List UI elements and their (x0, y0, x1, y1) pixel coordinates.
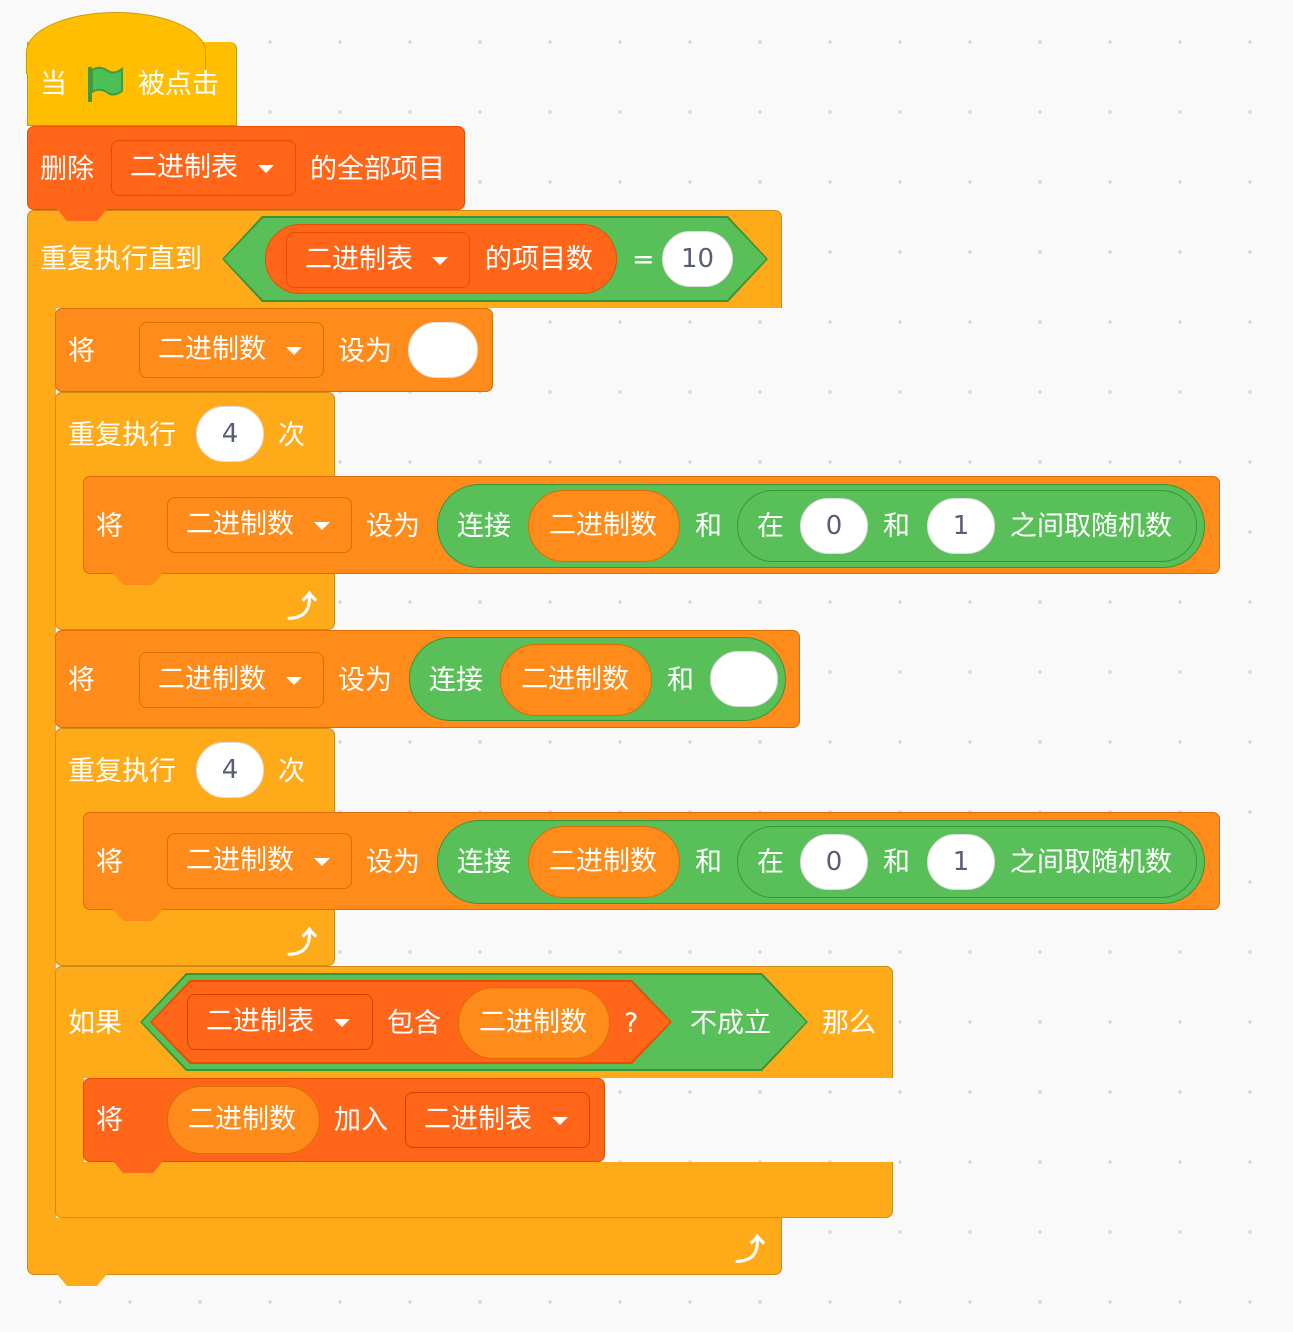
join-and-label: 和 (667, 665, 694, 696)
repeat-until-arm (27, 300, 56, 1230)
chevron-down-icon (286, 347, 302, 355)
value-input[interactable] (408, 322, 478, 378)
hat-when-label: 当 (40, 69, 67, 100)
notch (113, 1161, 163, 1173)
chevron-down-icon (286, 677, 302, 685)
if-bottom (55, 1162, 893, 1218)
join-label: 连接 (429, 665, 483, 696)
not-label: 不成立 (690, 1008, 771, 1039)
chevron-down-icon (432, 257, 448, 265)
variable-reporter-label: 二进制数 (188, 1104, 296, 1135)
repeat-label: 重复执行 (68, 756, 176, 787)
notch (113, 909, 163, 921)
delete-label: 删除 (40, 154, 94, 185)
chevron-down-icon (334, 1019, 350, 1027)
variable-dropdown-value: 二进制数 (158, 664, 266, 695)
random-suffix-label: 之间取随机数 (1010, 847, 1172, 878)
equals-sign: = (632, 244, 655, 275)
variable-dropdown[interactable]: 二进制数 (139, 322, 324, 378)
loop-arrow-icon: ⤴ (735, 1233, 765, 1268)
repeat-until-bottom (27, 1218, 782, 1275)
join-and-label: 和 (695, 511, 722, 542)
join-label: 连接 (457, 847, 511, 878)
list-dropdown-value: 二进制表 (130, 152, 238, 183)
repeat-label: 重复执行 (68, 420, 176, 451)
list-dropdown-value: 二进制表 (206, 1006, 314, 1037)
add-label: 将 (96, 1105, 123, 1136)
random-in-label: 在 (757, 847, 784, 878)
list-dropdown[interactable]: 二进制表 (286, 232, 470, 288)
join-label: 连接 (457, 511, 511, 542)
times-label: 次 (278, 756, 305, 787)
random-and-label: 和 (883, 511, 910, 542)
random-suffix-label: 之间取随机数 (1010, 511, 1172, 542)
variable-reporter[interactable]: 二进制数 (528, 490, 680, 562)
random-to-input[interactable]: 1 (927, 498, 995, 554)
variable-reporter-label: 二进制数 (549, 510, 657, 541)
hat-dome (26, 12, 206, 74)
random-to-input[interactable]: 1 (927, 834, 995, 890)
variable-dropdown[interactable]: 二进制数 (167, 497, 352, 553)
set-label: 将 (68, 665, 95, 696)
then-label: 那么 (822, 1008, 876, 1039)
value-input[interactable]: 10 (662, 231, 733, 287)
notch (113, 573, 163, 585)
set-label: 将 (68, 336, 95, 367)
notch (57, 1274, 107, 1286)
set-label: 将 (96, 511, 123, 542)
repeat-count-input[interactable]: 4 (196, 406, 264, 462)
variable-dropdown[interactable]: 二进制数 (139, 652, 324, 708)
list-dropdown-value: 二进制表 (424, 1104, 532, 1135)
set-to-label: 设为 (338, 336, 392, 367)
variable-dropdown[interactable]: 二进制数 (167, 833, 352, 889)
delete-suffix-label: 的全部项目 (310, 154, 445, 185)
random-and-label: 和 (883, 847, 910, 878)
list-dropdown[interactable]: 二进制表 (187, 994, 373, 1050)
question-mark: ? (624, 1008, 639, 1039)
join-and-label: 和 (695, 847, 722, 878)
loop-arrow-icon: ⤴ (287, 926, 317, 961)
variable-reporter-label: 二进制数 (549, 846, 657, 877)
set-to-label: 设为 (338, 665, 392, 696)
chevron-down-icon (314, 858, 330, 866)
variable-reporter[interactable]: 二进制数 (528, 826, 680, 898)
green-flag-icon[interactable] (86, 65, 124, 105)
variable-dropdown-value: 二进制数 (186, 845, 294, 876)
variable-reporter-label: 二进制数 (479, 1007, 587, 1038)
chevron-down-icon (258, 165, 274, 173)
variable-reporter-label: 二进制数 (521, 664, 629, 695)
chevron-down-icon (314, 522, 330, 530)
variable-dropdown-value: 二进制数 (186, 509, 294, 540)
loop-arrow-icon: ⤴ (287, 590, 317, 625)
set-to-label: 设为 (366, 847, 420, 878)
length-label: 的项目数 (485, 244, 593, 275)
contains-label: 包含 (387, 1008, 441, 1039)
if-arm (55, 1076, 84, 1166)
variable-reporter[interactable]: 二进制数 (167, 1086, 320, 1154)
notch (57, 209, 107, 221)
add-to-label: 加入 (334, 1105, 388, 1136)
variable-reporter[interactable]: 二进制数 (500, 644, 652, 716)
random-from-input[interactable]: 0 (800, 834, 868, 890)
list-dropdown[interactable]: 二进制表 (405, 1092, 590, 1148)
list-dropdown[interactable]: 二进制表 (111, 140, 296, 196)
times-label: 次 (278, 420, 305, 451)
list-dropdown-value: 二进制表 (305, 244, 413, 275)
repeat-until-label: 重复执行直到 (40, 244, 202, 275)
hat-clicked-label: 被点击 (138, 69, 219, 100)
random-in-label: 在 (757, 511, 784, 542)
chevron-down-icon (552, 1117, 568, 1125)
set-to-label: 设为 (366, 511, 420, 542)
if-label: 如果 (68, 1008, 122, 1039)
variable-reporter[interactable]: 二进制数 (458, 987, 610, 1059)
value-input[interactable] (710, 651, 778, 707)
random-from-input[interactable]: 0 (800, 498, 868, 554)
set-label: 将 (96, 847, 123, 878)
repeat-count-input[interactable]: 4 (196, 742, 264, 798)
variable-dropdown-value: 二进制数 (158, 334, 266, 365)
